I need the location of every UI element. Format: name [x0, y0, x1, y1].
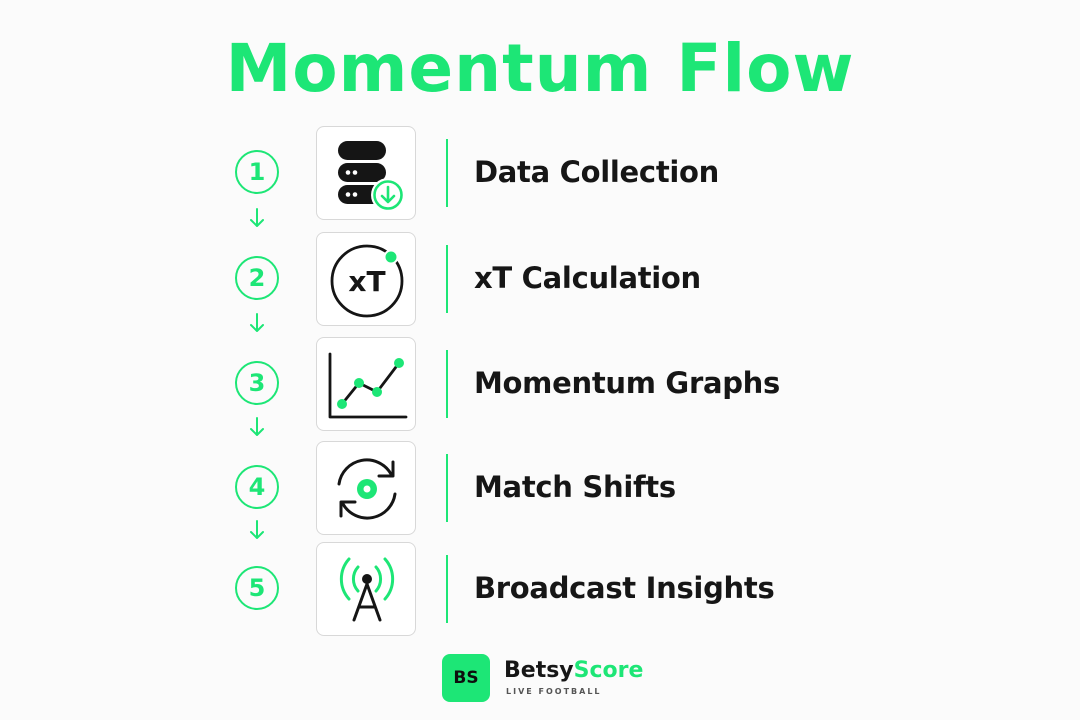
- arrow-down-icon: [250, 313, 264, 332]
- flow-step-2: 2 xT xT Calculation: [0, 232, 1080, 328]
- brand-name-part2: Score: [573, 658, 644, 683]
- step-label: xT Calculation: [474, 261, 701, 295]
- step-divider: [446, 139, 448, 207]
- database-download-icon: [338, 141, 405, 212]
- arrow-down-icon: [250, 208, 264, 227]
- brand-logo: BS: [442, 654, 490, 702]
- line-graph-icon: [328, 352, 408, 419]
- arrow-down-icon: [250, 417, 264, 436]
- broadcast-tower-icon: [339, 557, 395, 622]
- step-divider: [446, 555, 448, 623]
- brand-tagline: LIVE FOOTBALL: [506, 687, 602, 696]
- xt-circle-icon: xT: [330, 244, 404, 318]
- step-number-badge: 4: [235, 465, 279, 509]
- brand-name: BetsyScore: [504, 658, 643, 683]
- arrow-down-icon: [250, 520, 264, 539]
- page-title: Momentum Flow: [225, 30, 855, 107]
- step-number-badge: 2: [235, 256, 279, 300]
- step-divider: [446, 350, 448, 418]
- brand-footer: BS BetsyScore LIVE FOOTBALL: [442, 654, 662, 702]
- step-label: Momentum Graphs: [474, 366, 780, 400]
- step-icon-card: [316, 441, 416, 535]
- step-icon-card: xT: [316, 232, 416, 326]
- flow-step-1: 1 Data Collection: [0, 126, 1080, 222]
- step-label: Data Collection: [474, 155, 719, 189]
- step-divider: [446, 245, 448, 313]
- step-label: Match Shifts: [474, 470, 676, 504]
- step-number-badge: 5: [235, 566, 279, 610]
- brand-name-part1: Betsy: [504, 658, 574, 683]
- flow-step-3: 3 Momentum Graphs: [0, 337, 1080, 433]
- refresh-cycle-icon: [337, 458, 397, 520]
- step-number-badge: 1: [235, 150, 279, 194]
- step-icon-card: [316, 126, 416, 220]
- flow-step-4: 4 Match Shifts: [0, 441, 1080, 537]
- step-icon-card: [316, 542, 416, 636]
- step-number-badge: 3: [235, 361, 279, 405]
- xt-icon-text: xT: [348, 265, 385, 298]
- step-icon-card: [316, 337, 416, 431]
- flow-step-5: 5 Broadcast Insights: [0, 542, 1080, 638]
- step-divider: [446, 454, 448, 522]
- step-label: Broadcast Insights: [474, 571, 775, 605]
